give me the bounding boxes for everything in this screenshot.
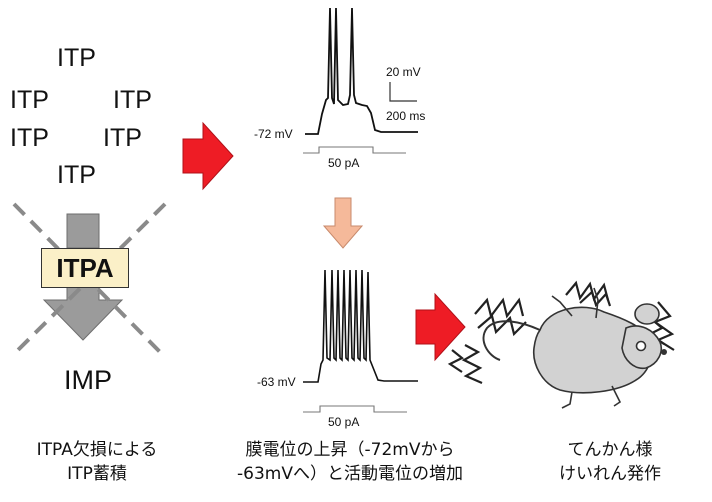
- top-stimulus-label: 50 pA: [328, 156, 360, 170]
- red-arrow-mid: [415, 292, 466, 362]
- trace-bottom: [303, 269, 418, 383]
- seizure-marks: [447, 280, 675, 385]
- caption-right-line1: てんかん様: [567, 440, 653, 460]
- trace-top: [305, 7, 418, 135]
- itp-label-1: ITP: [57, 44, 96, 72]
- red-arrow-top: [182, 121, 234, 191]
- itp-label-2: ITP: [10, 86, 49, 114]
- itp-label-3: ITP: [113, 86, 152, 114]
- imp-label: IMP: [64, 365, 113, 395]
- itp-label-4: ITP: [10, 124, 49, 152]
- scale-bar: [389, 82, 417, 102]
- itp-label-6: ITP: [57, 161, 96, 189]
- caption-middle: 膜電位の上昇（-72mVから -63mVへ）と活動電位の増加: [215, 438, 485, 486]
- caption-left-line1: ITPA欠損による: [36, 440, 158, 460]
- caption-left: ITPA欠損による ITP蓄積: [12, 438, 182, 486]
- caption-right: てんかん様 けいれん発作: [530, 438, 690, 486]
- orange-down-arrow: [322, 197, 364, 249]
- itpa-enzyme-box: ITPA: [41, 248, 129, 288]
- bottom-resting-potential: -63 mV: [257, 375, 296, 389]
- caption-right-line2: けいれん発作: [559, 464, 661, 484]
- caption-middle-line1: 膜電位の上昇（-72mVから: [245, 440, 455, 460]
- top-scale-time: 200 ms: [386, 109, 426, 123]
- stimulus-top: [303, 146, 406, 154]
- caption-middle-line2: -63mVへ）と活動電位の増加: [237, 464, 463, 484]
- caption-left-line2: ITP蓄積: [67, 464, 127, 484]
- top-scale-voltage: 20 mV: [386, 65, 421, 79]
- itp-label-5: ITP: [103, 124, 142, 152]
- stimulus-bottom: [303, 405, 407, 413]
- top-resting-potential: -72 mV: [254, 127, 293, 141]
- conversion-arrow: [42, 213, 124, 341]
- bottom-stimulus-label: 50 pA: [328, 415, 360, 429]
- mouse-illustration: [482, 287, 667, 409]
